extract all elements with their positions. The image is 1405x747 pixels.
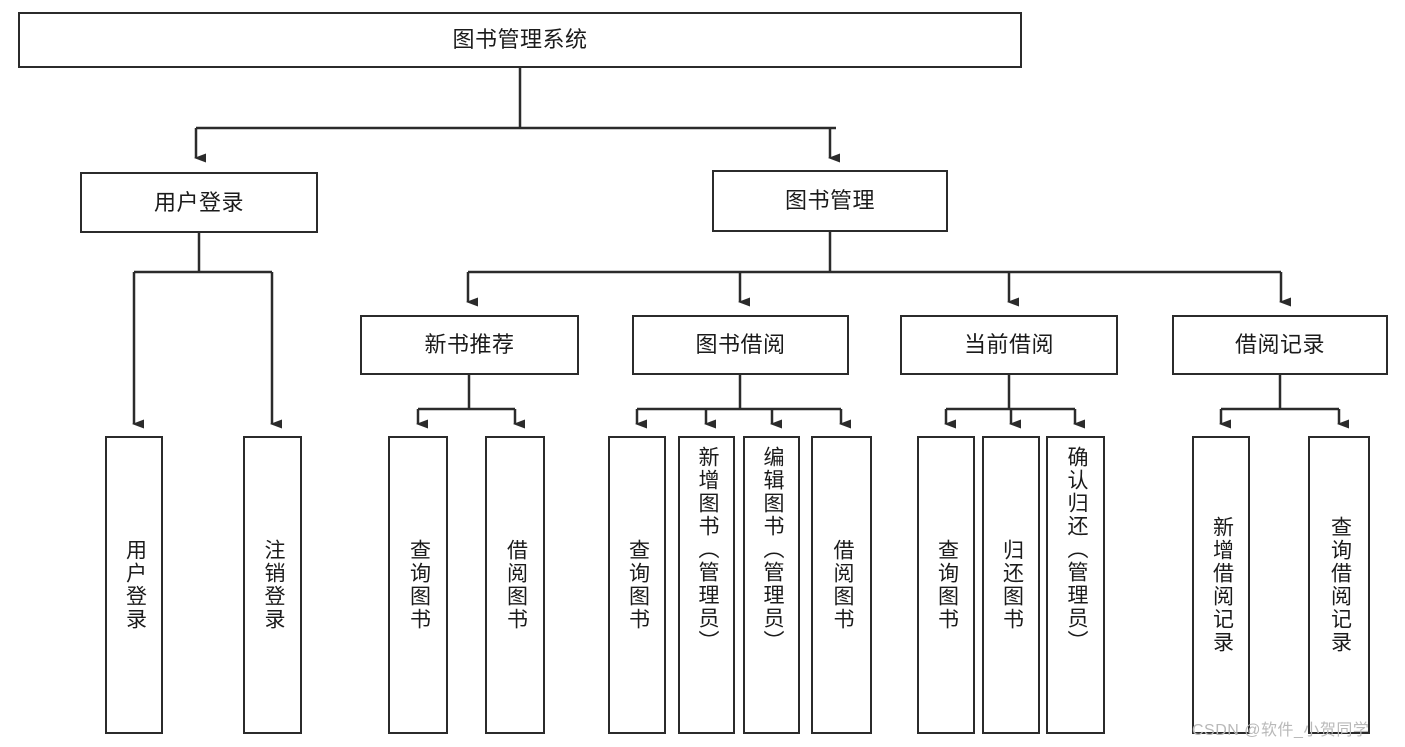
- node-label: 新增图书（管理员）: [695, 446, 719, 653]
- node-new-book-recommend[interactable]: 新书推荐: [360, 315, 579, 375]
- node-leaf-confirm-return-admin[interactable]: 确认归还（管理员）: [1046, 436, 1105, 734]
- node-label: 当前借阅: [963, 332, 1054, 358]
- node-label: 借阅记录: [1234, 332, 1325, 358]
- node-label: 查询图书: [626, 539, 650, 631]
- node-leaf-user-login[interactable]: 用户登录: [105, 436, 163, 734]
- node-label: 用户登录: [153, 189, 244, 215]
- node-label: 图书管理系统: [452, 27, 588, 53]
- node-borrow-record[interactable]: 借阅记录: [1172, 315, 1388, 375]
- node-leaf-query-book-current[interactable]: 查询图书: [917, 436, 975, 734]
- node-leaf-query-book-recommend[interactable]: 查询图书: [388, 436, 448, 734]
- node-label: 图书管理: [784, 188, 875, 214]
- csdn-watermark: CSDN @软件_小贺同学: [1192, 722, 1370, 739]
- node-label: 查询图书: [407, 539, 431, 631]
- node-label: 图书借阅: [695, 332, 786, 358]
- node-label: 查询图书: [935, 539, 959, 631]
- node-leaf-logout[interactable]: 注销登录: [243, 436, 302, 734]
- node-leaf-query-book-borrow[interactable]: 查询图书: [608, 436, 666, 734]
- node-label: 新增借阅记录: [1210, 516, 1234, 654]
- node-leaf-borrow-book[interactable]: 借阅图书: [811, 436, 872, 734]
- node-book-borrow[interactable]: 图书借阅: [632, 315, 849, 375]
- node-label: 编辑图书（管理员）: [760, 446, 784, 653]
- node-label: 归还图书: [1000, 539, 1024, 631]
- node-label: 借阅图书: [504, 539, 528, 631]
- node-user-login[interactable]: 用户登录: [80, 172, 318, 233]
- node-label: 查询借阅记录: [1328, 516, 1352, 654]
- node-leaf-add-book-admin[interactable]: 新增图书（管理员）: [678, 436, 735, 734]
- node-leaf-return-book[interactable]: 归还图书: [982, 436, 1040, 734]
- node-label: 注销登录: [261, 539, 285, 631]
- node-book-management[interactable]: 图书管理: [712, 170, 948, 232]
- node-label: 借阅图书: [830, 539, 854, 631]
- node-root-book-management-system[interactable]: 图书管理系统: [18, 12, 1022, 68]
- node-label: 用户登录: [123, 539, 147, 631]
- node-current-borrow[interactable]: 当前借阅: [900, 315, 1118, 375]
- node-leaf-borrow-book-recommend[interactable]: 借阅图书: [485, 436, 545, 734]
- node-label: 新书推荐: [424, 332, 515, 358]
- node-leaf-add-borrow-record[interactable]: 新增借阅记录: [1192, 436, 1250, 734]
- node-label: 确认归还（管理员）: [1064, 446, 1088, 653]
- node-leaf-edit-book-admin[interactable]: 编辑图书（管理员）: [743, 436, 800, 734]
- node-leaf-query-borrow-record[interactable]: 查询借阅记录: [1308, 436, 1370, 734]
